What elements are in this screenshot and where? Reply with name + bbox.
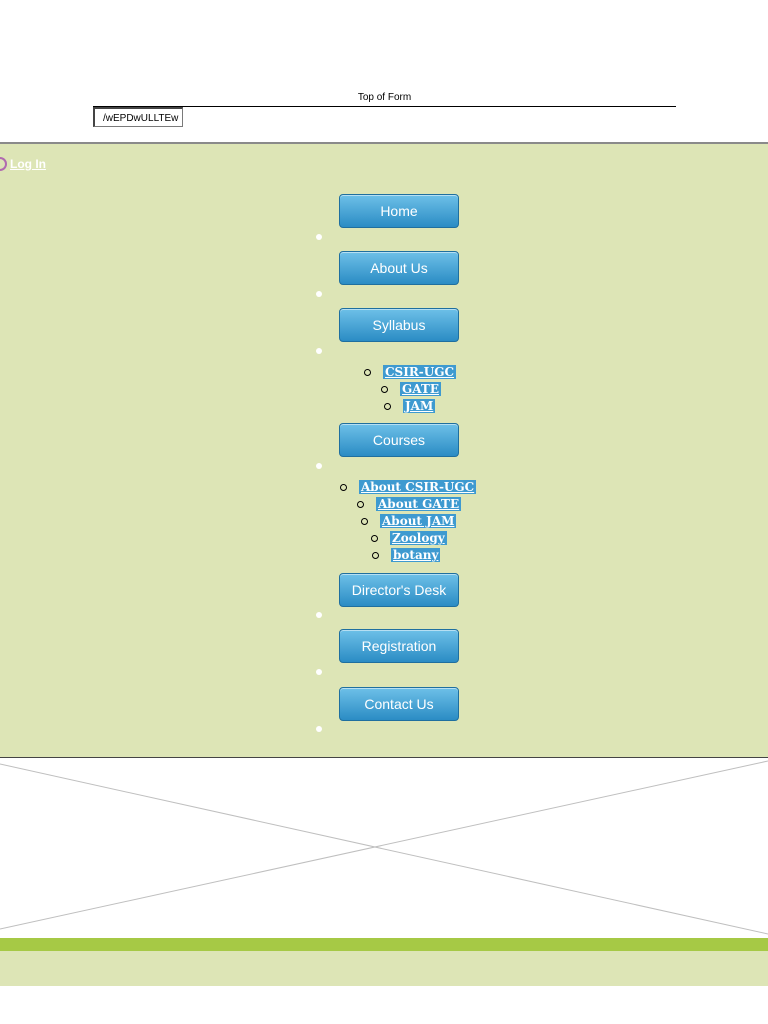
nav-registration-button[interactable]: Registration	[339, 629, 459, 663]
ring-bullet-icon	[357, 500, 364, 508]
form-divider	[93, 106, 676, 107]
submenu-item-about-gate[interactable]: About GATE	[357, 497, 462, 511]
ring-bullet-icon	[364, 368, 371, 376]
submenu-link[interactable]: About CSIR-UGC	[359, 480, 477, 494]
submenu-item-about-jam[interactable]: About JAM	[361, 514, 457, 528]
accent-bar	[0, 938, 768, 951]
list-bullet	[316, 348, 322, 354]
ring-bullet-icon	[384, 402, 391, 410]
submenu-item-csir-ugc[interactable]: CSIR-UGC	[364, 365, 457, 379]
submenu-item-gate[interactable]: GATE	[381, 382, 441, 396]
ring-bullet-icon	[361, 517, 368, 525]
list-bullet	[316, 669, 322, 675]
nav-courses-button[interactable]: Courses	[339, 423, 459, 457]
submenu-link[interactable]: JAM	[403, 399, 436, 413]
list-bullet	[316, 726, 322, 732]
ring-bullet-icon	[381, 385, 388, 393]
top-of-form-label: Top of Form	[357, 92, 412, 103]
submenu-link[interactable]: About JAM	[380, 514, 457, 528]
login-link[interactable]: Log In	[0, 157, 46, 171]
submenu-link[interactable]: Zoology	[390, 531, 447, 545]
image-placeholder	[0, 760, 768, 935]
nav-contact-button[interactable]: Contact Us	[339, 687, 459, 721]
login-icon	[0, 157, 7, 171]
list-bullet	[316, 463, 322, 469]
submenu-link[interactable]: botany	[391, 548, 441, 562]
footer	[0, 951, 768, 986]
nav-directors-desk-button[interactable]: Director's Desk	[339, 573, 459, 607]
submenu-link[interactable]: CSIR-UGC	[383, 365, 457, 379]
submenu-link[interactable]: About GATE	[376, 497, 462, 511]
submenu-item-botany[interactable]: botany	[372, 548, 441, 562]
list-bullet	[316, 291, 322, 297]
nav-home-button[interactable]: Home	[339, 194, 459, 228]
ring-bullet-icon	[340, 483, 347, 491]
submenu-item-about-csir-ugc[interactable]: About CSIR-UGC	[340, 480, 477, 494]
submenu-item-jam[interactable]: JAM	[384, 399, 436, 413]
nav-about-button[interactable]: About Us	[339, 251, 459, 285]
list-bullet	[316, 234, 322, 240]
submenu-link[interactable]: GATE	[400, 382, 441, 396]
ring-bullet-icon	[372, 551, 379, 559]
submenu-item-zoology[interactable]: Zoology	[371, 531, 447, 545]
nav-syllabus-button[interactable]: Syllabus	[339, 308, 459, 342]
form-top: Top of Form	[93, 92, 676, 105]
login-label[interactable]: Log In	[10, 157, 46, 171]
list-bullet	[316, 612, 322, 618]
ring-bullet-icon	[371, 534, 378, 542]
viewstate-field[interactable]: /wEPDwULLTEw	[93, 107, 183, 127]
